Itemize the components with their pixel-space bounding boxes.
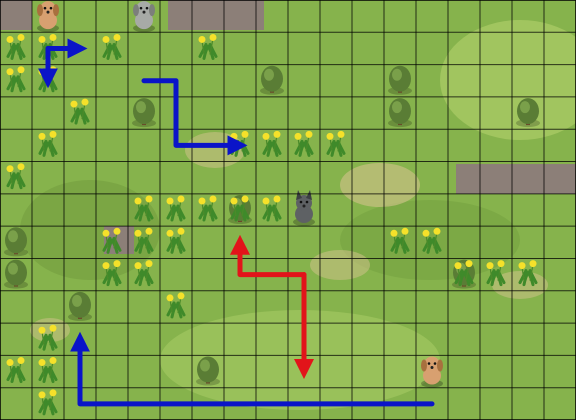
grey-dog-icon	[133, 1, 155, 32]
tan-dog-icon	[421, 357, 443, 388]
stone-path	[456, 164, 576, 194]
stone-path	[168, 0, 264, 30]
stone-path	[0, 0, 32, 30]
tan-dog-icon	[37, 1, 59, 32]
dirt-patch	[310, 250, 370, 280]
